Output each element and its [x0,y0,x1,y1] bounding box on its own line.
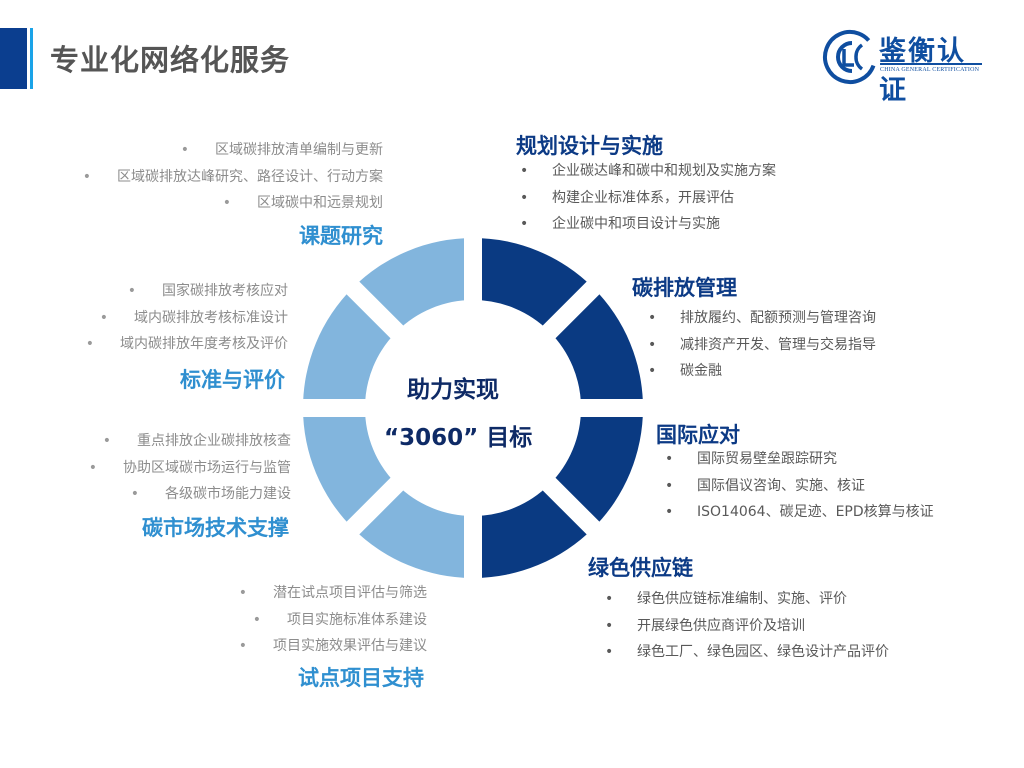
segment-carbon-market [303,408,397,529]
logo-subtitle: CHINA GENERAL CERTIFICATION [880,67,980,73]
list-item: •企业碳达峰和碳中和规划及实施方案 [520,163,776,179]
list-emission-mgmt: •排放履约、配额预测与管理咨询 •减排资产开发、管理与交易指导 •碳金融 [648,305,876,385]
heading-emission-mgmt: 碳排放管理 [632,276,737,300]
list-item: •绿色供应链标准编制、实施、评价 [605,591,847,607]
segment-standards [303,287,397,408]
list-item: •域内碳排放年度考核及评价 [85,336,288,352]
list-international: •国际贸易壁垒跟踪研究 •国际倡议咨询、实施、核证 •ISO14064、碳足迹、… [665,446,934,526]
heading-research: 课题研究 [299,224,383,248]
list-green-supply: •绿色供应链标准编制、实施、评价 •开展绿色供应商评价及培训 •绿色工厂、绿色园… [605,586,889,666]
heading-pilot: 试点项目支持 [298,666,424,690]
heading-standards: 标准与评价 [180,368,285,392]
list-item: •构建企业标准体系，开展评估 [520,189,734,206]
list-item: •域内碳排放考核标准设计 [99,309,288,326]
segment-planning [473,238,594,332]
list-item: •碳金融 [648,363,722,379]
heading-green-supply: 绿色供应链 [588,556,693,580]
segment-international [549,408,643,529]
list-item: •ISO14064、碳足迹、EPD核算与核证 [665,504,934,520]
list-standards: •国家碳排放考核应对 •域内碳排放考核标准设计 •域内碳排放年度考核及评价 [86,278,288,358]
list-item: •国际贸易壁垒跟踪研究 [665,451,837,467]
segment-pilot [352,484,473,578]
company-logo: 鉴衡认证 CHINA GENERAL CERTIFICATION [822,27,987,106]
segment-emission-mgmt [549,287,643,408]
list-planning: •企业碳达峰和碳中和规划及实施方案 •构建企业标准体系，开展评估 •企业碳中和项… [520,158,776,238]
list-item: •各级碳市场能力建设 [130,486,291,502]
page-title: 专业化网络化服务 [50,43,291,77]
list-item: •国际倡议咨询、实施、核证 [665,477,865,494]
list-research: •区域碳排放清单编制与更新 •区域碳排放达峰研究、路径设计、行动方案 •区域碳中… [83,137,383,217]
header-accent-bar [0,28,27,89]
list-item: •绿色工厂、绿色园区、绿色设计产品评价 [605,644,889,660]
segment-green-supply [473,484,594,578]
heading-international: 国际应对 [656,423,740,447]
gc-monogram-icon [823,30,877,84]
list-item: •潜在试点项目评估与筛选 [238,585,427,601]
list-item: •协助区域碳市场运行与监管 [88,459,291,476]
list-carbon-market: •重点排放企业碳排放核查 •协助区域碳市场运行与监管 •各级碳市场能力建设 [89,428,291,508]
list-item: •区域碳中和远景规划 [222,195,383,211]
list-item: •减排资产开发、管理与交易指导 [648,336,876,353]
center-line-1: 助力实现 [407,377,499,403]
list-item: •排放履约、配额预测与管理咨询 [648,310,876,326]
logo-name: 鉴衡认证 [879,36,966,106]
list-item: •国家碳排放考核应对 [127,283,288,299]
list-item: •项目实施效果评估与建议 [238,638,427,654]
list-item: •区域碳排放清单编制与更新 [180,142,383,158]
list-item: •开展绿色供应商评价及培训 [605,617,805,634]
heading-planning: 规划设计与实施 [516,134,663,158]
list-pilot: •潜在试点项目评估与筛选 •项目实施标准体系建设 •项目实施效果评估与建议 [239,580,427,660]
segment-research [352,238,473,332]
list-item: •企业碳中和项目设计与实施 [520,216,720,232]
logo-divider [880,63,982,65]
list-item: •重点排放企业碳排放核查 [102,433,291,449]
list-item: •项目实施标准体系建设 [252,611,427,628]
list-item: •区域碳排放达峰研究、路径设计、行动方案 [82,168,383,185]
header-accent-line [30,28,33,89]
center-line-2: “3060” 目标 [384,425,533,451]
heading-carbon-market: 碳市场技术支撑 [142,516,289,540]
